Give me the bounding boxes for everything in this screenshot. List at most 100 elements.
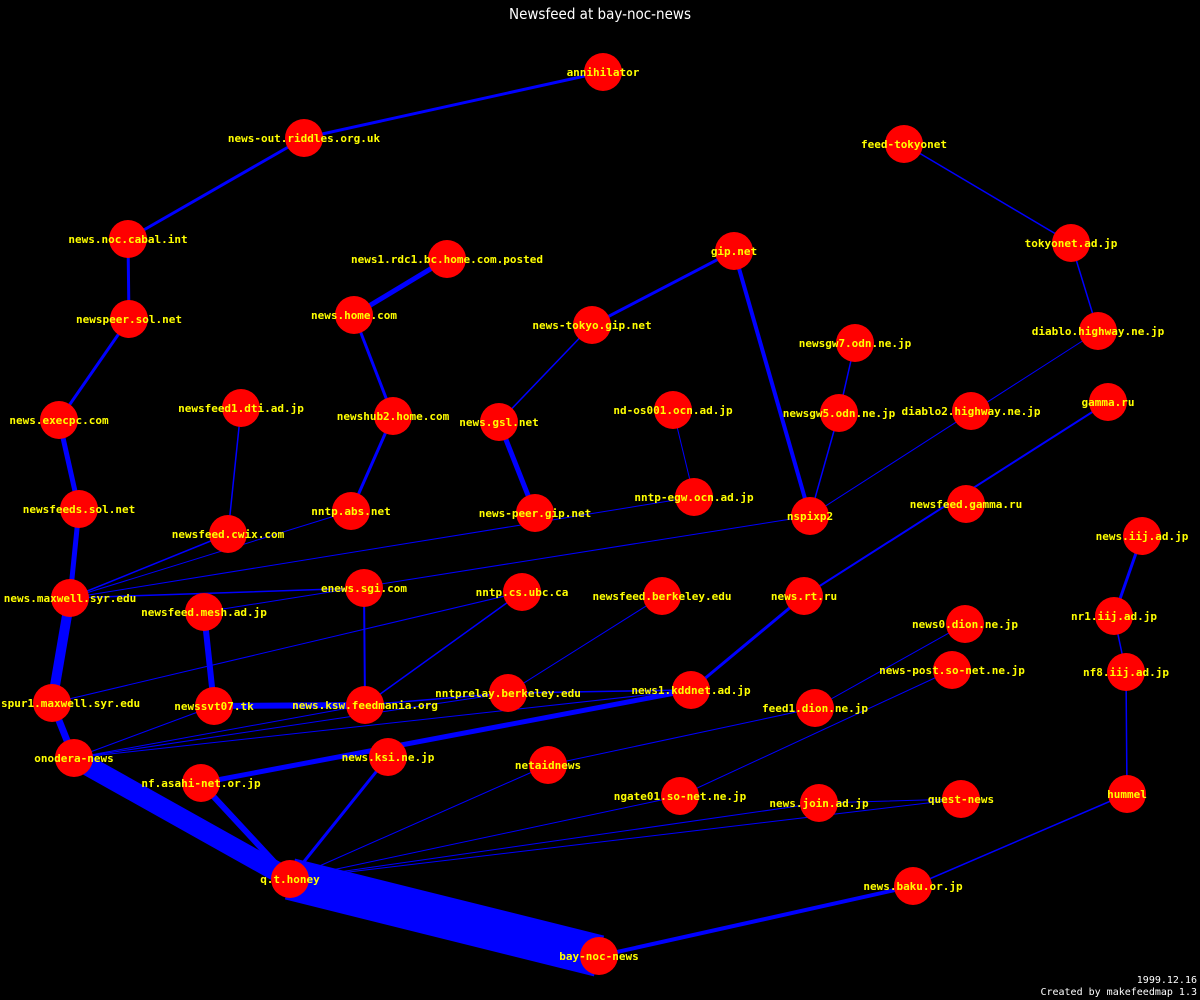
node-label-dti: newsfeed1.dti.ad.jp	[178, 402, 304, 415]
node-newshub2	[374, 397, 412, 435]
edge-onodera-qthoney	[69, 749, 295, 888]
node-label-annihilator: annihilator	[567, 66, 640, 79]
node-annihilator	[584, 53, 622, 91]
node-label-berkeley: newsfeed.berkeley.edu	[592, 590, 731, 603]
node-label-gipnet: gip.net	[711, 245, 757, 258]
edge-enews-maxwell	[69, 587, 365, 599]
node-nf8iij	[1107, 653, 1145, 691]
node-label-netaid: netaidnews	[515, 759, 581, 772]
node-label-nr1iij: nr1.iij.ad.jp	[1071, 610, 1157, 623]
edge-quest-qthoney	[289, 798, 962, 880]
edge-diablo-nspixp2	[809, 330, 1099, 517]
node-label-nf8iij: nf8.iij.ad.jp	[1083, 666, 1169, 679]
edge-enews-feedmania	[363, 587, 366, 706]
node-label-ndos: nd-os001.ocn.ad.jp	[613, 404, 733, 417]
edge-nspixp2-mesh	[203, 515, 811, 613]
node-enews	[345, 569, 383, 607]
node-label-rdc1: news1.rdc1.bc.home.com.posted	[351, 253, 543, 266]
node-layer	[33, 53, 1161, 975]
node-label-feedmania: news.ksw.feedmania.org	[292, 699, 438, 712]
node-spur1	[33, 684, 71, 722]
edge-berkeley-nntprelay	[507, 595, 663, 694]
node-feedmania	[346, 686, 384, 724]
edge-ubc-spur1	[51, 591, 523, 704]
edge-tk-feedmania	[211, 702, 368, 709]
node-label-nspixp2: nspixp2	[787, 510, 833, 523]
node-label-abs: nntp.abs.net	[311, 505, 390, 518]
node-cwix	[209, 515, 247, 553]
edge-riddles-cabal	[126, 136, 306, 241]
edge-baku-hummel	[912, 793, 1128, 887]
node-newsgw7	[836, 324, 874, 362]
edge-egw-maxwell	[69, 496, 695, 599]
node-rdc1	[428, 240, 466, 278]
node-baynoc	[580, 937, 618, 975]
edge-join-quest	[818, 798, 962, 804]
edge-feedmania-nntprelay	[364, 692, 509, 706]
edge-kddnet-onodera	[73, 689, 692, 759]
node-hummel	[1108, 775, 1146, 813]
node-label-gammaru: gamma.ru	[1082, 396, 1135, 409]
graph-title: Newsfeed at bay-noc-news	[509, 5, 691, 23]
node-newsgw5	[820, 394, 858, 432]
node-label-nntprelay: nntprelay.berkeley.edu	[435, 687, 581, 700]
node-label-mesh: newsfeed.mesh.ad.jp	[141, 606, 267, 619]
node-feed1dion	[796, 689, 834, 727]
edge-feedmania-onodera	[73, 704, 366, 759]
edge-netaid-qthoney	[289, 764, 549, 880]
edge-hummel-nf8iij	[1125, 671, 1128, 795]
node-label-peergip: news-peer.gip.net	[479, 507, 592, 520]
node-label-onodera: onodera-news	[34, 752, 113, 765]
node-label-newsgw5: newsgw5.odn.ne.jp	[783, 407, 896, 420]
node-label-feed1dion: feed1.dion.ne.jp	[762, 702, 868, 715]
node-label-newshub2: newshub2.home.com	[337, 410, 450, 423]
node-label-diablo2: diablo2.highway.ne.jp	[901, 405, 1040, 418]
edge-kddnet-asahi	[198, 687, 694, 786]
node-postsonet	[933, 651, 971, 689]
node-label-tk: newssvt07.tk	[174, 700, 254, 713]
node-asahi	[182, 764, 220, 802]
node-label-ubc: nntp.cs.ubc.ca	[476, 586, 569, 599]
edge-baynoc-baku	[597, 884, 915, 958]
node-tokyogip	[573, 306, 611, 344]
node-ubc	[503, 573, 541, 611]
node-label-baku: news.baku.or.jp	[863, 880, 963, 893]
node-label-newsfeedgamma: newsfeed.gamma.ru	[910, 498, 1023, 511]
node-label-newspeersol: newspeer.sol.net	[76, 313, 182, 326]
edge-ngate-qthoney	[289, 795, 681, 880]
node-nspixp2	[791, 497, 829, 535]
edge-dti-cwix	[227, 407, 242, 535]
edge-abs-maxwell	[69, 510, 352, 599]
edge-ksi-qthoney	[288, 755, 390, 881]
node-mesh	[185, 593, 223, 631]
edge-rtru-kddnet	[689, 594, 806, 692]
edge-feedtokyonet-tokyonet	[903, 143, 1072, 244]
footer-date: 1999.12.16	[1137, 975, 1197, 986]
node-label-newsfeedssol: newsfeeds.sol.net	[23, 503, 136, 516]
node-diablo	[1079, 312, 1117, 350]
edge-layer	[47, 70, 1144, 977]
node-newshome	[335, 296, 373, 334]
node-label-cabal: news.noc.cabal.int	[68, 233, 187, 246]
node-netaid	[529, 746, 567, 784]
node-join	[800, 784, 838, 822]
edge-asahi-qthoney	[198, 780, 293, 882]
edge-tk-onodera	[73, 705, 215, 759]
node-label-newsgw7: newsgw7.odn.ne.jp	[799, 337, 912, 350]
node-execpc	[40, 401, 78, 439]
node-kddnet	[672, 671, 710, 709]
node-gsl	[480, 403, 518, 441]
node-label-spur1: spur1.maxwell.syr.edu	[1, 697, 140, 710]
node-tk	[195, 687, 233, 725]
node-nntprelay	[489, 674, 527, 712]
node-label-riddles: news-out.riddles.org.uk	[228, 132, 381, 145]
edge-dion0-feed1dion	[814, 623, 966, 709]
edge-feed1dion-netaid	[547, 707, 816, 766]
node-quest	[942, 780, 980, 818]
node-dti	[222, 389, 260, 427]
node-label-cwix: newsfeed.cwix.com	[172, 528, 285, 541]
node-label-baynoc: bay-noc-news	[559, 950, 638, 963]
node-ndos	[654, 391, 692, 429]
